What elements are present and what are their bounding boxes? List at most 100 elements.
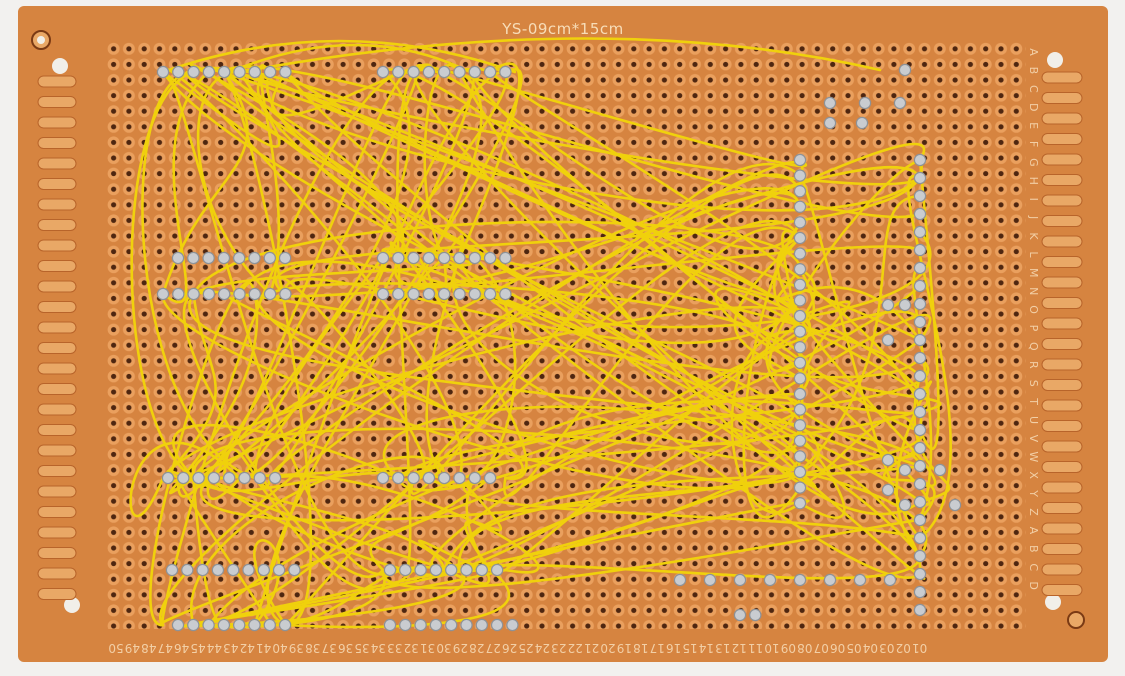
jumper-wire [442, 338, 922, 572]
solder-joint [793, 153, 807, 167]
jumper-wire [258, 64, 281, 296]
jumper-wire [895, 380, 933, 558]
jumper-wire [473, 399, 922, 480]
solder-joint [422, 471, 436, 485]
pin-number-label: 43 [223, 641, 238, 655]
jumper-wire [268, 191, 802, 480]
solder-joint [898, 63, 912, 77]
solder-joint [202, 287, 216, 301]
solder-joint [913, 585, 927, 599]
jumper-wire [266, 70, 483, 627]
solder-joint [187, 287, 200, 301]
edge-pad [1041, 256, 1083, 268]
solder-joint [171, 251, 185, 265]
board-title: YS-09cm*15cm [501, 20, 624, 38]
pin-letter-label: C [1027, 563, 1040, 571]
jumper-wire [471, 67, 922, 432]
solder-joint [445, 563, 458, 577]
solder-joint [392, 287, 405, 301]
solder-joint [232, 251, 246, 265]
edge-pad [37, 75, 77, 88]
solder-joint [913, 513, 927, 527]
solder-joint [468, 65, 481, 79]
pin-number-label: 30 [436, 641, 451, 655]
edge-pad [37, 485, 77, 498]
jumper-wire [238, 70, 922, 186]
edge-pad [37, 506, 77, 518]
edge-pad [37, 137, 77, 149]
pin-number-label: 06 [830, 641, 845, 655]
jumper-wire [742, 221, 802, 519]
pin-letter-label: B [1027, 67, 1040, 75]
pin-number-label: 05 [846, 641, 861, 655]
pin-number-label: 47 [158, 641, 173, 655]
edge-pad [1041, 112, 1083, 125]
solder-joint [793, 403, 807, 416]
pin-letter-label: N [1027, 287, 1040, 295]
pin-number-label: 20 [600, 641, 615, 655]
pin-number-label: 03 [879, 641, 894, 655]
solder-joint [187, 65, 200, 79]
solder-joint [913, 567, 927, 581]
edge-pad [37, 383, 77, 395]
pin-number-label: 32 [404, 641, 419, 655]
edge-pad [1041, 584, 1083, 596]
edge-pad [37, 342, 77, 354]
solder-joint [422, 287, 436, 301]
solder-joint [453, 251, 466, 265]
mounting-hole [1045, 594, 1061, 610]
solder-joint [438, 471, 451, 485]
edge-pad [37, 588, 77, 600]
solder-joint [913, 153, 927, 167]
solder-joint [202, 251, 215, 265]
solder-joint [211, 563, 225, 577]
edge-pad [1041, 563, 1083, 576]
solder-joint [793, 450, 807, 463]
pin-number-label: 04 [863, 641, 878, 655]
jumper-wire [222, 70, 313, 627]
jumper-wire [222, 292, 524, 480]
pin-number-label: 39 [289, 641, 304, 655]
solder-joint [793, 325, 807, 338]
solder-joint [217, 287, 231, 301]
edge-pad [1041, 502, 1083, 514]
solder-joint [460, 563, 473, 577]
solder-joint [853, 573, 867, 587]
solder-joint [233, 287, 246, 301]
solder-joint [407, 287, 420, 301]
pin-number-label: 29 [453, 641, 468, 655]
solder-joint [913, 333, 927, 347]
pin-number-label: 42 [240, 641, 255, 655]
solder-joint [177, 471, 190, 485]
jumper-wire [207, 70, 922, 460]
pin-number-label: 01 [912, 641, 927, 655]
solder-joint [793, 294, 807, 307]
edge-pad [37, 362, 77, 375]
jumper-wire [192, 219, 802, 627]
jumper-wire [284, 173, 802, 627]
solder-joint [453, 287, 466, 301]
solder-joint [376, 471, 390, 485]
pin-letter-label: A [1027, 48, 1040, 56]
pin-number-label: 40 [272, 641, 287, 655]
solder-joint [823, 573, 837, 587]
pin-number-label: 45 [190, 641, 205, 655]
solder-joint [793, 434, 807, 447]
solder-joint [793, 263, 807, 276]
solder-joint [475, 563, 488, 577]
solder-joint [793, 184, 807, 198]
solder-joint [793, 356, 807, 369]
edge-pad [1041, 317, 1083, 330]
jumper-wire [228, 43, 472, 74]
pin-number-label: 23 [551, 641, 566, 655]
edge-pad [37, 526, 77, 539]
pin-letter-label: S [1027, 380, 1040, 387]
pin-number-label: 44 [207, 641, 222, 655]
solder-joint [499, 251, 512, 265]
pin-letter-label: Z [1027, 508, 1040, 516]
solder-joint [453, 471, 466, 485]
jumper-wire [130, 70, 195, 480]
edge-pad [1041, 92, 1083, 104]
edge-pad [37, 465, 77, 477]
